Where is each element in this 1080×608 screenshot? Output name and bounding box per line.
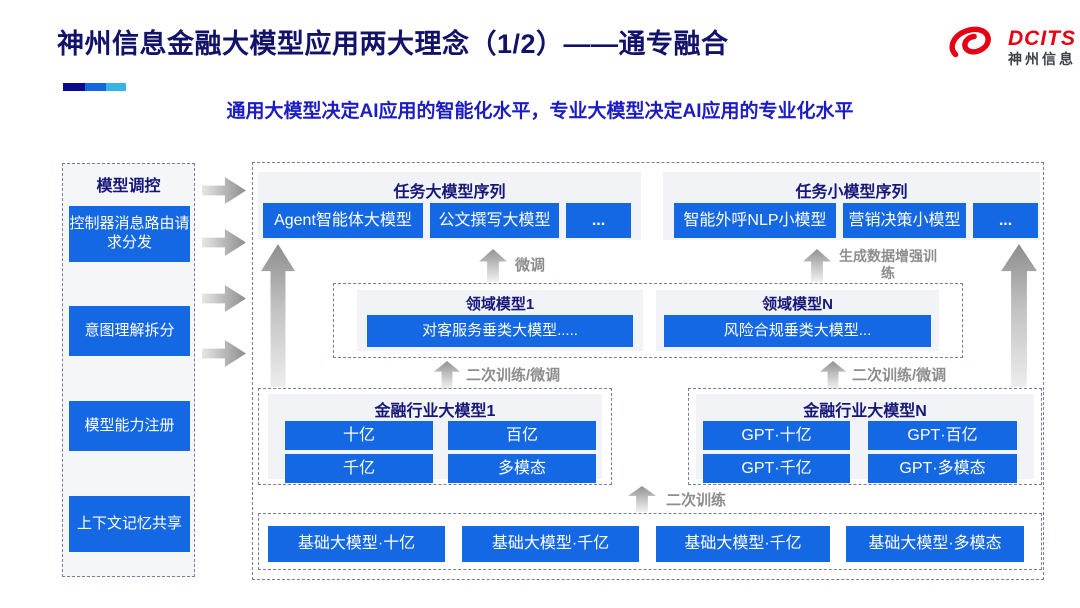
model-control-item-intent: 意图理解拆分 bbox=[69, 306, 190, 356]
logo-swirl-icon bbox=[938, 20, 1002, 73]
industry-model-1-group: 金融行业大模型1 十亿 百亿 千亿 多模态 bbox=[268, 394, 602, 483]
agent-large-model-box: Agent智能体大模型 bbox=[263, 203, 423, 238]
multimodal-box: 多模态 bbox=[448, 454, 596, 483]
task-large-more-box: ... bbox=[566, 203, 631, 238]
industry-model-1-frame bbox=[258, 388, 612, 485]
gpt-billion-box: GPT·十亿 bbox=[703, 421, 850, 450]
marketing-decision-model-box: 营销决策小模型 bbox=[843, 203, 966, 238]
model-control-item-router: 控制器消息路由请求分发 bbox=[69, 206, 190, 262]
base-models-frame: 基础大模型·十亿 基础大模型·千亿 基础大模型·千亿 基础大模型·多模态 bbox=[258, 513, 1042, 570]
right-arrow-icon bbox=[202, 285, 246, 312]
risk-compliance-model-box: 风险合规垂类大模型... bbox=[664, 315, 931, 347]
accent-blue-segment bbox=[85, 83, 106, 91]
second-train-finetune-right-label: 二次训练/微调 bbox=[852, 367, 947, 384]
industry-model-1-title: 金融行业大模型1 bbox=[374, 403, 496, 420]
model-control-item-context: 上下文记忆共享 bbox=[69, 496, 190, 552]
right-arrow-icon bbox=[202, 177, 246, 204]
right-arrow-icon bbox=[202, 229, 246, 256]
model-control-item-registry: 模型能力注册 bbox=[69, 401, 190, 451]
gpt-ten-billion-box: GPT·百亿 bbox=[868, 421, 1017, 450]
nlp-outbound-model-box: 智能外呼NLP小模型 bbox=[674, 203, 836, 238]
second-train-finetune-left-label: 二次训练/微调 bbox=[466, 367, 561, 384]
accent-cyan-segment bbox=[106, 83, 126, 91]
hundred-billion-box: 千亿 bbox=[285, 454, 433, 483]
base-model-hundred-billion-box: 基础大模型·千亿 bbox=[462, 526, 639, 562]
gpt-hundred-billion-box: GPT·千亿 bbox=[703, 454, 850, 483]
accent-dark-segment bbox=[63, 83, 85, 91]
generate-data-augment-label: 生成数据增强训练 bbox=[839, 248, 937, 281]
task-small-more-box: ... bbox=[973, 203, 1038, 238]
base-model-multimodal-box: 基础大模型·多模态 bbox=[846, 526, 1024, 562]
base-model-billion-box: 基础大模型·十亿 bbox=[268, 526, 445, 562]
gpt-multimodal-box: GPT·多模态 bbox=[868, 454, 1017, 483]
logo-brand-cn-text: 神州信息 bbox=[1008, 50, 1076, 67]
domain-model-n-group: 领域模型N 风险合规垂类大模型... bbox=[656, 290, 939, 351]
industry-model-n-frame bbox=[688, 388, 1042, 485]
dcits-logo: DCITS 神州信息 bbox=[938, 20, 1076, 73]
customer-service-model-box: 对客服务垂类大模型..... bbox=[367, 315, 633, 347]
domain-models-frame bbox=[333, 283, 963, 358]
logo-brand-text: DCITS bbox=[1008, 26, 1076, 50]
fine-tune-label: 微调 bbox=[515, 257, 546, 274]
domain-model-1-group: 领域模型1 对客服务垂类大模型..... bbox=[357, 290, 643, 351]
document-writing-model-box: 公文撰写大模型 bbox=[430, 203, 559, 238]
billion-box: 十亿 bbox=[285, 421, 433, 450]
main-diagram-frame bbox=[252, 162, 1044, 580]
title-accent-bar bbox=[63, 83, 126, 91]
base-model-hundred-billion-box-2: 基础大模型·千亿 bbox=[656, 526, 830, 562]
domain-model-n-title: 领域模型N bbox=[762, 296, 833, 313]
model-control-title: 模型调控 bbox=[96, 178, 161, 195]
task-small-model-title: 任务小模型序列 bbox=[795, 184, 908, 201]
task-large-model-title: 任务大模型序列 bbox=[393, 184, 506, 201]
slide-subtitle: 通用大模型决定AI应用的智能化水平，专业大模型决定AI应用的专业化水平 bbox=[226, 101, 854, 122]
industry-model-n-group: 金融行业大模型N GPT·十亿 GPT·百亿 GPT·千亿 GPT·多模态 bbox=[696, 394, 1034, 483]
ten-billion-box: 百亿 bbox=[448, 421, 596, 450]
right-arrow-icon bbox=[202, 340, 246, 367]
industry-model-n-title: 金融行业大模型N bbox=[803, 403, 927, 420]
second-train-label: 二次训练 bbox=[666, 492, 727, 509]
domain-model-1-title: 领域模型1 bbox=[465, 296, 535, 313]
model-control-panel: 模型调控 控制器消息路由请求分发 意图理解拆分 模型能力注册 上下文记忆共享 bbox=[62, 163, 195, 577]
page-title: 神州信息金融大模型应用两大理念（1/2）——通专融合 bbox=[57, 29, 729, 59]
